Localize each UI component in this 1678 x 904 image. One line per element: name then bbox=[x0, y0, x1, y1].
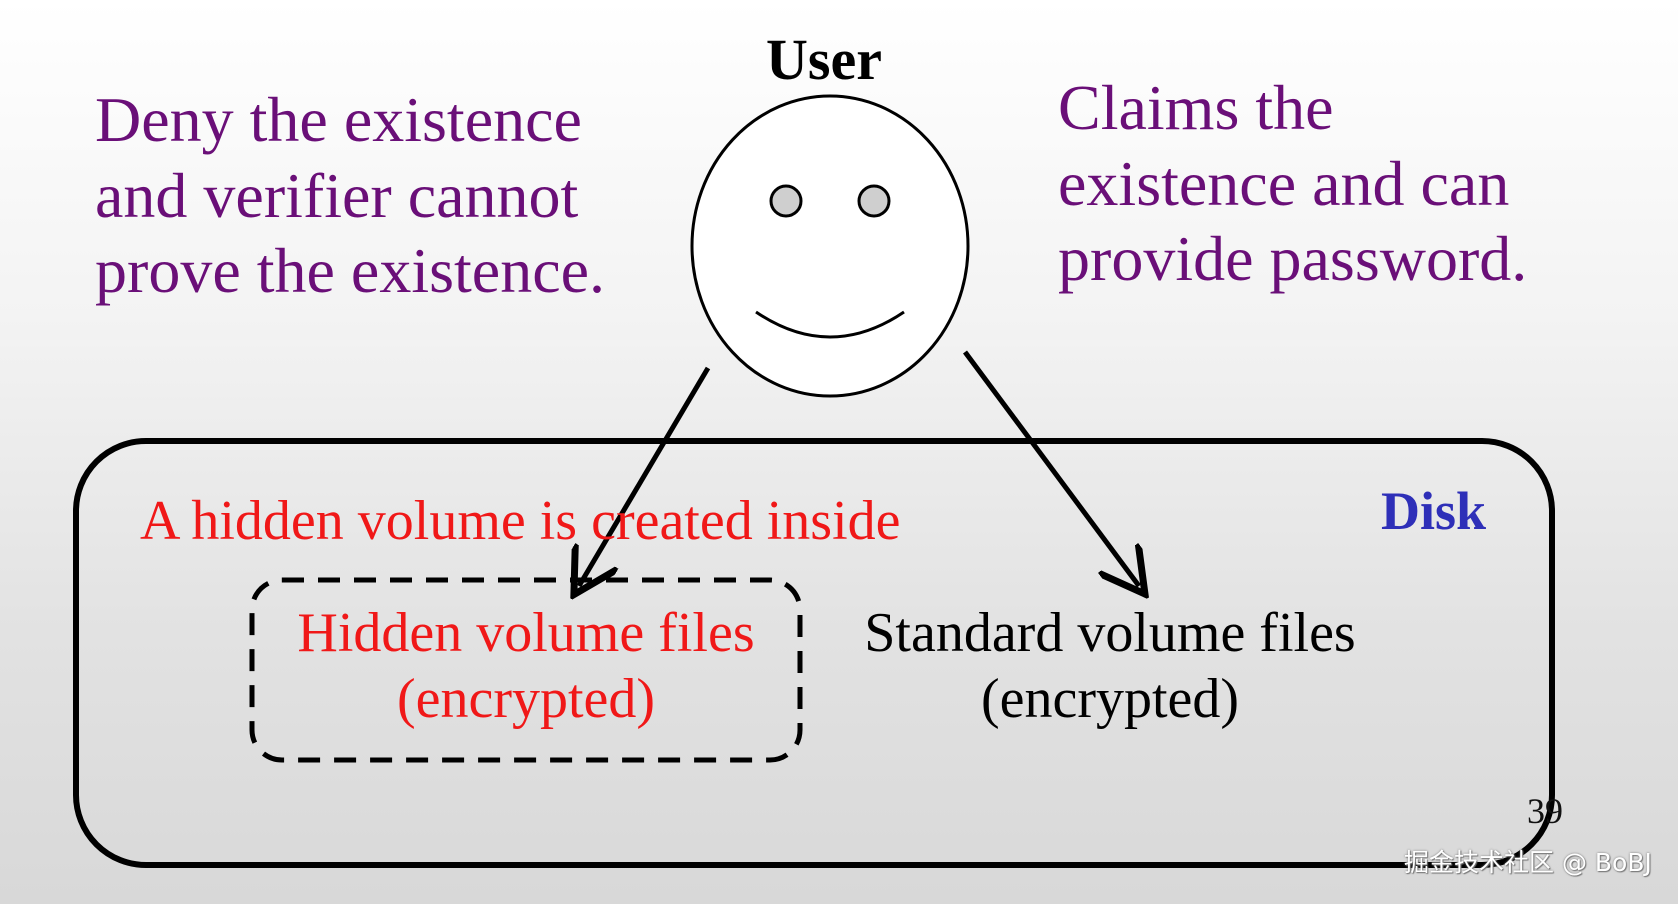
smile-mouth bbox=[755, 310, 905, 339]
deny-text-line-3: prove the existence. bbox=[95, 235, 605, 307]
hidden-volume-box bbox=[249, 577, 803, 763]
face-outline bbox=[690, 94, 970, 398]
deny-text-line-2: and verifier cannot bbox=[95, 159, 579, 231]
hidden-files-line-2: (encrypted) bbox=[396, 668, 656, 731]
left-eye bbox=[769, 184, 803, 218]
standard-files-line-1: Standard volume files bbox=[864, 602, 1356, 664]
watermark: 掘金技术社区 @ BoBJ bbox=[1404, 848, 1652, 877]
claims-text-line-1: Claims the bbox=[1058, 72, 1334, 143]
user-smiley-icon bbox=[690, 94, 970, 398]
deny-text-line-1: Deny the existence bbox=[95, 84, 582, 155]
hidden-volume-created-text: A hidden volume is created inside bbox=[140, 490, 901, 552]
claims-text-line-2: existence and can bbox=[1058, 147, 1510, 219]
claims-text-line-3: provide password. bbox=[1058, 223, 1528, 295]
page-number: 39 bbox=[1527, 791, 1563, 831]
disk-container bbox=[73, 438, 1555, 868]
right-eye bbox=[857, 184, 891, 218]
standard-files-line-2: (encrypted) bbox=[980, 668, 1240, 731]
standard-volume-files-label: Standard volume files (encrypted) bbox=[840, 600, 1380, 732]
arrow-to-hidden-volume bbox=[579, 366, 711, 586]
deny-text: Deny the existence and verifier cannot p… bbox=[95, 82, 605, 309]
user-label: User bbox=[766, 27, 882, 92]
hidden-volume-files-label: Hidden volume files (encrypted) bbox=[252, 600, 800, 732]
arrow-to-standard-volume bbox=[962, 350, 1139, 586]
claims-text: Claims the existence and can provide pas… bbox=[1058, 70, 1527, 297]
disk-label: Disk bbox=[1381, 481, 1487, 541]
hidden-files-line-1: Hidden volume files bbox=[297, 602, 755, 664]
